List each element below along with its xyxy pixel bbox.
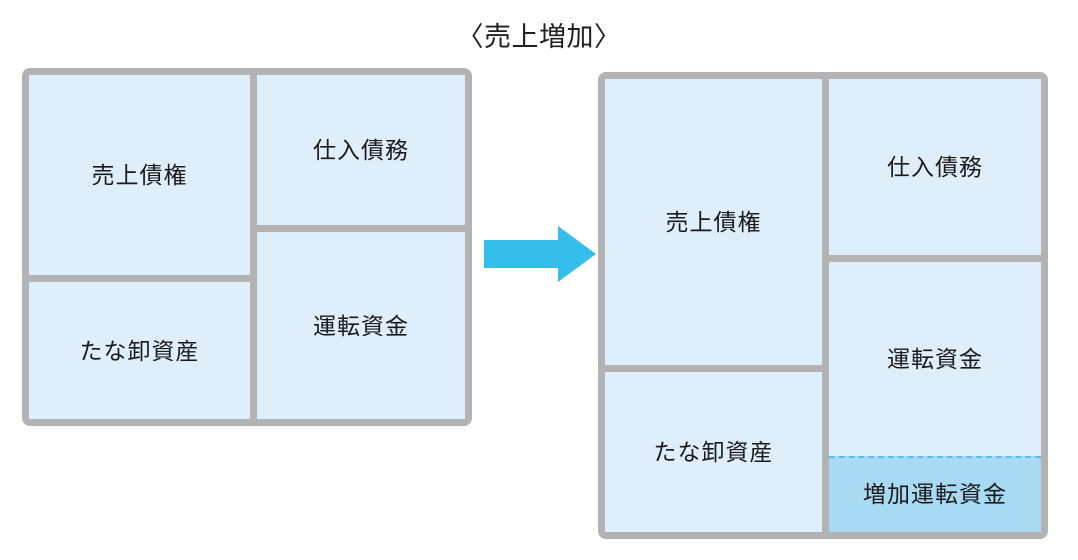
before-cell-unten-shikin: 運転資金	[257, 232, 465, 419]
after-divider-vertical	[822, 79, 829, 532]
rightward-flow-arrow	[484, 226, 596, 282]
before-cell-shiire-saimu: 仕入債務	[257, 75, 465, 225]
after-label-tanaoroshi-shisan: たな卸資産	[653, 439, 774, 465]
before-divider-left-horizontal	[29, 275, 250, 282]
after-cell-uriage-saiken: 売上債権	[605, 79, 822, 365]
after-label-unten-shikin: 運転資金	[887, 346, 983, 372]
after-cell-unten-shikin: 運転資金	[829, 262, 1041, 456]
page-title: 〈売上増加〉	[456, 22, 622, 52]
after-divider-left-horizontal	[605, 365, 822, 372]
before-divider-right-horizontal	[250, 225, 465, 232]
before-label-tanaoroshi-shisan: たな卸資産	[79, 337, 200, 364]
before-cell-uriage-saiken: 売上債権	[29, 75, 250, 275]
before-label-unten-shikin: 運転資金	[313, 312, 409, 339]
after-cell-tanaoroshi-shisan: たな卸資産	[605, 372, 822, 532]
after-label-shiire-saimu: 仕入債務	[887, 154, 983, 180]
after-cell-zouka-unten-shikin: 増加運転資金	[829, 456, 1041, 532]
after-label-uriage-saiken: 売上債権	[665, 209, 762, 235]
before-label-shiire-saimu: 仕入債務	[313, 137, 409, 163]
before-sales-increase-box: 売上債権 たな卸資産 仕入債務 運転資金	[22, 68, 472, 426]
after-cell-shiire-saimu: 仕入債務	[829, 79, 1041, 255]
before-cell-tanaoroshi-shisan: たな卸資産	[29, 282, 250, 419]
after-label-zouka-unten-shikin: 増加運転資金	[863, 481, 1007, 507]
after-sales-increase-box: 売上債権 たな卸資産 仕入債務 運転資金 増加運転資金	[598, 72, 1048, 539]
before-label-uriage-saiken: 売上債権	[91, 162, 188, 188]
after-divider-right-horizontal	[822, 255, 1041, 262]
after-divider-dashed-zouka	[829, 456, 1041, 458]
before-divider-vertical	[250, 75, 257, 419]
